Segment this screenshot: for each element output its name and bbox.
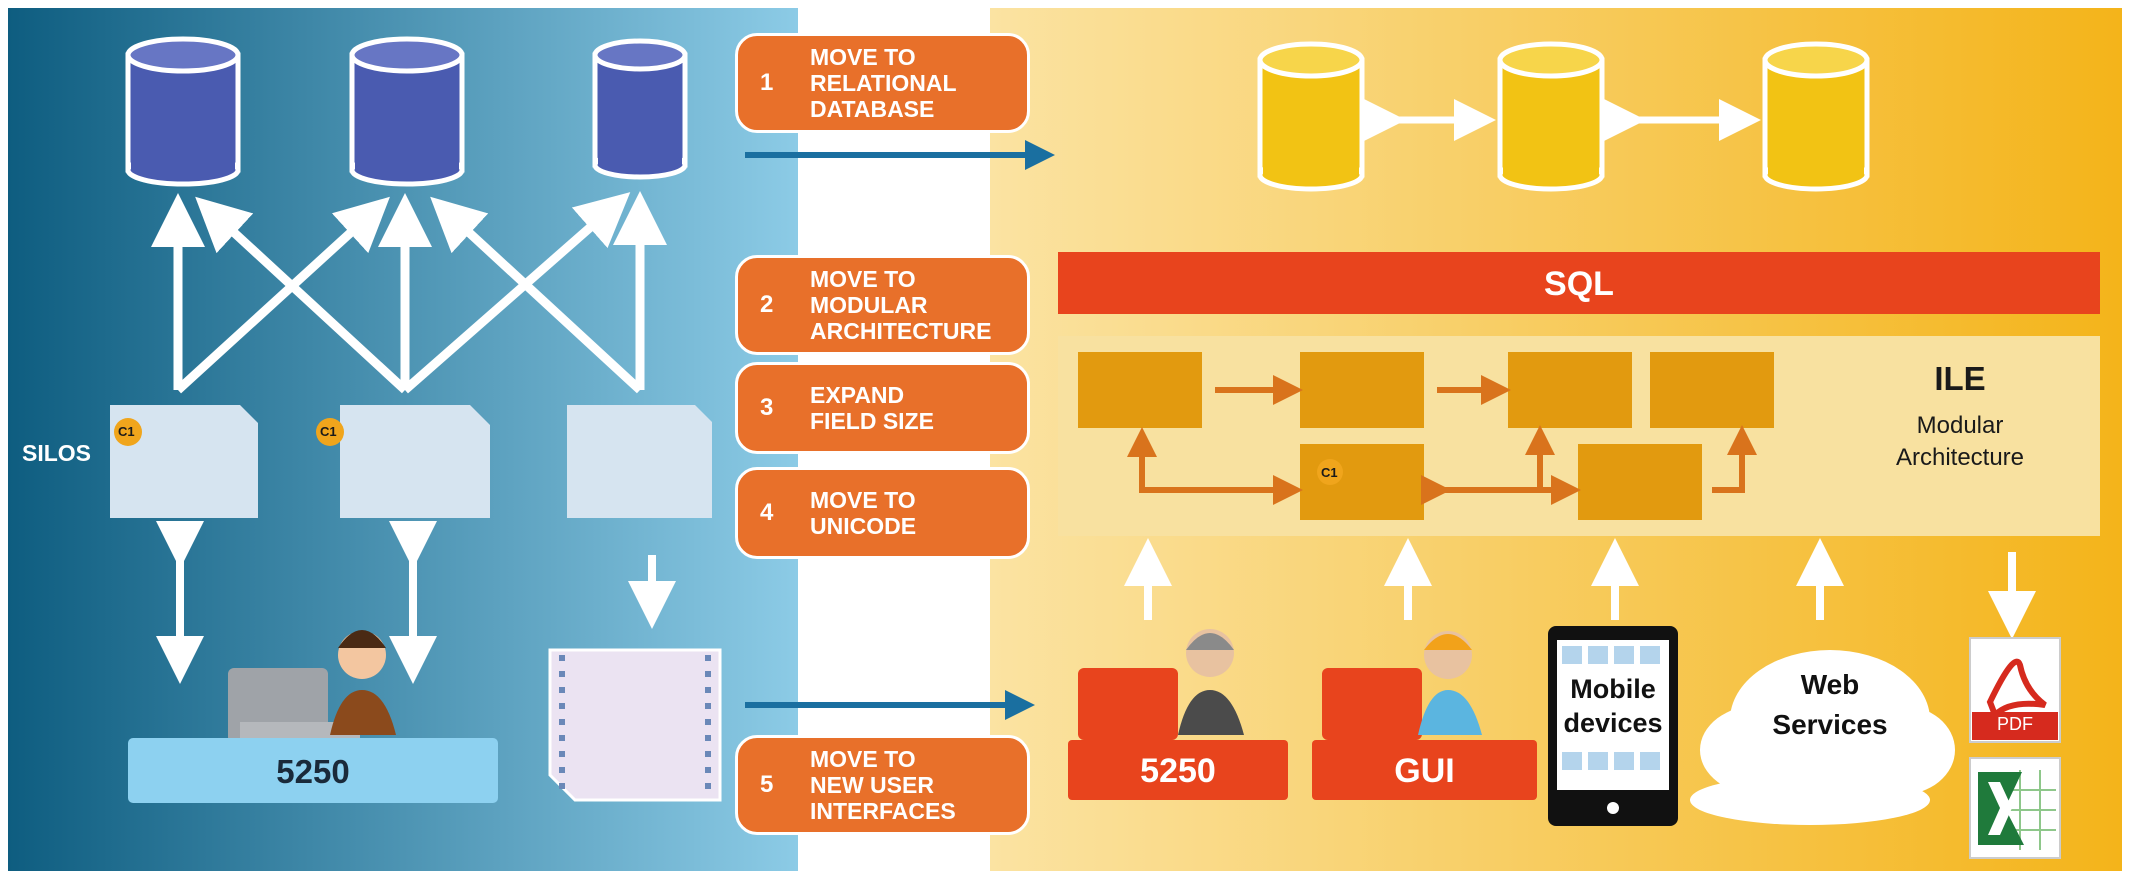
sql-label: SQL xyxy=(1544,265,1614,303)
step-label: EXPAND FIELD SIZE xyxy=(810,382,934,434)
c1-badge-2 xyxy=(316,418,344,446)
relational-database-1 xyxy=(1257,41,1365,192)
legacy-terminal-bar xyxy=(128,738,498,803)
ui-gui-bar xyxy=(1312,740,1537,800)
legacy-user-icon xyxy=(228,630,396,743)
step-1-relational-database: 1 MOVE TO RELATIONAL DATABASE xyxy=(735,33,1030,133)
step-4-unicode: 4 MOVE TO UNICODE xyxy=(735,467,1030,559)
step-number: 1 xyxy=(760,69,774,96)
silo-to-database-arrows xyxy=(151,191,667,394)
c1-badge-2-label: C1 xyxy=(320,424,337,439)
legacy-database-3 xyxy=(592,38,688,180)
ile-subtitle: Modular Architecture xyxy=(1895,412,2025,471)
silo-program-1 xyxy=(110,405,258,518)
module-call-arrows xyxy=(1127,375,1757,505)
ui-5250-label: 5250 xyxy=(1140,752,1216,790)
web-services-label: Web Services xyxy=(1772,669,1888,740)
legacy-database-1 xyxy=(125,36,241,187)
step-label: MOVE TO NEW USER INTERFACES xyxy=(810,746,956,824)
modern-5250-user-icon xyxy=(1078,629,1244,740)
step-5-new-user-interfaces: 5 MOVE TO NEW USER INTERFACES xyxy=(735,735,1030,835)
ui-5250-bar xyxy=(1068,740,1288,800)
step-label: MOVE TO UNICODE xyxy=(810,487,917,539)
silo-program-3 xyxy=(567,405,712,518)
sql-bar xyxy=(1058,252,2100,314)
silos-label: SILOS xyxy=(22,440,92,466)
c1-badge-3-label: C1 xyxy=(1321,465,1338,480)
c1-badge-1 xyxy=(114,418,142,446)
gui-user-icon xyxy=(1322,631,1482,740)
ui-io-arrows xyxy=(1124,538,2036,639)
mobile-device-icon xyxy=(1548,626,1678,826)
c1-badge-3 xyxy=(1317,459,1343,485)
relational-database-3 xyxy=(1762,41,1870,192)
pdf-label: PDF xyxy=(1997,714,2033,734)
legacy-terminal-label: 5250 xyxy=(276,753,350,790)
step-number: 2 xyxy=(760,291,774,318)
step-number: 4 xyxy=(760,499,774,526)
ui-gui-label: GUI xyxy=(1394,752,1455,790)
printer-paper-icon xyxy=(548,648,722,802)
pdf-icon xyxy=(1969,637,2061,743)
legacy-io-arrows xyxy=(156,521,676,684)
silo-program-2 xyxy=(340,405,490,518)
step-2-modular-architecture: 2 MOVE TO MODULAR ARCHITECTURE xyxy=(735,255,1030,355)
step-3-expand-field-size: 3 EXPAND FIELD SIZE xyxy=(735,362,1030,454)
mobile-devices-label: Mobile devices xyxy=(1563,674,1663,738)
step-number: 3 xyxy=(760,394,774,421)
excel-icon xyxy=(1969,757,2061,859)
ile-title: ILE xyxy=(1934,360,1986,397)
web-services-cloud-icon xyxy=(1690,650,1955,825)
step-label: MOVE TO RELATIONAL DATABASE xyxy=(810,44,957,122)
ile-modules xyxy=(1078,352,1774,520)
relational-database-2 xyxy=(1497,41,1605,192)
legacy-database-2 xyxy=(349,36,465,187)
step-label: MOVE TO MODULAR ARCHITECTURE xyxy=(810,266,992,344)
c1-badge-1-label: C1 xyxy=(118,424,135,439)
transition-arrows xyxy=(745,140,1055,720)
step-number: 5 xyxy=(760,771,774,798)
